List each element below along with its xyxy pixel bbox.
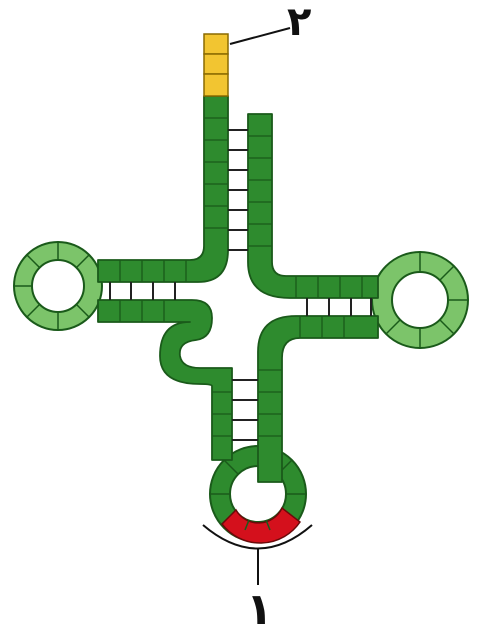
acceptor-end	[204, 34, 228, 96]
label-2-pointer	[230, 28, 290, 44]
t-loop	[372, 252, 468, 348]
stems	[98, 96, 378, 482]
acceptor-end-label: ٢	[287, 2, 311, 42]
anticodon-label: ١	[246, 588, 273, 632]
d-loop	[14, 242, 102, 330]
